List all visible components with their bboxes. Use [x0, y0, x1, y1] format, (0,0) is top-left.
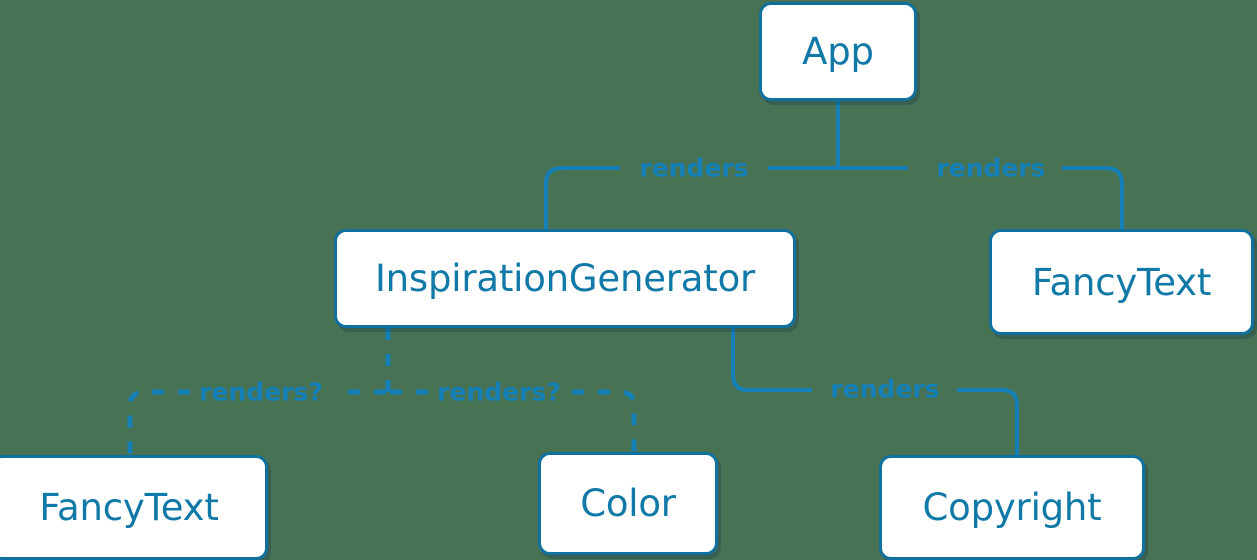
node-fancytext-bottom-label: FancyText [39, 486, 219, 529]
node-fancytext-bottom[interactable]: FancyText [0, 455, 268, 560]
edge-label-app-to-fancytext: renders [936, 153, 1046, 183]
node-color-label: Color [580, 482, 676, 525]
edge-label-ig-to-fancytext: renders? [199, 377, 323, 407]
node-app-label: App [802, 30, 874, 73]
edge-label-ig-to-copyright: renders [830, 374, 940, 404]
edge-app-to-fancytext [838, 166, 1124, 229]
edge-ig-to-fancytext [127, 389, 386, 455]
node-fancytext-right-label: FancyText [1031, 260, 1212, 304]
node-copyright-label: Copyright [922, 486, 1102, 529]
node-copyright[interactable]: Copyright [879, 455, 1145, 560]
edge-ig-to-copyright [731, 328, 1019, 455]
node-color[interactable]: Color [538, 452, 718, 555]
edge-app-to-inspirationgenerator [544, 166, 838, 229]
node-inspiration-generator[interactable]: InspirationGenerator [334, 229, 796, 328]
node-inspiration-generator-label: InspirationGenerator [374, 257, 756, 300]
edge-ig-to-color [390, 389, 637, 452]
edge-label-ig-to-color: renders? [437, 377, 561, 407]
edge-label-app-to-inspirationgenerator: renders [639, 153, 749, 183]
node-fancytext-right[interactable]: FancyText [989, 229, 1254, 335]
node-app[interactable]: App [759, 2, 917, 101]
